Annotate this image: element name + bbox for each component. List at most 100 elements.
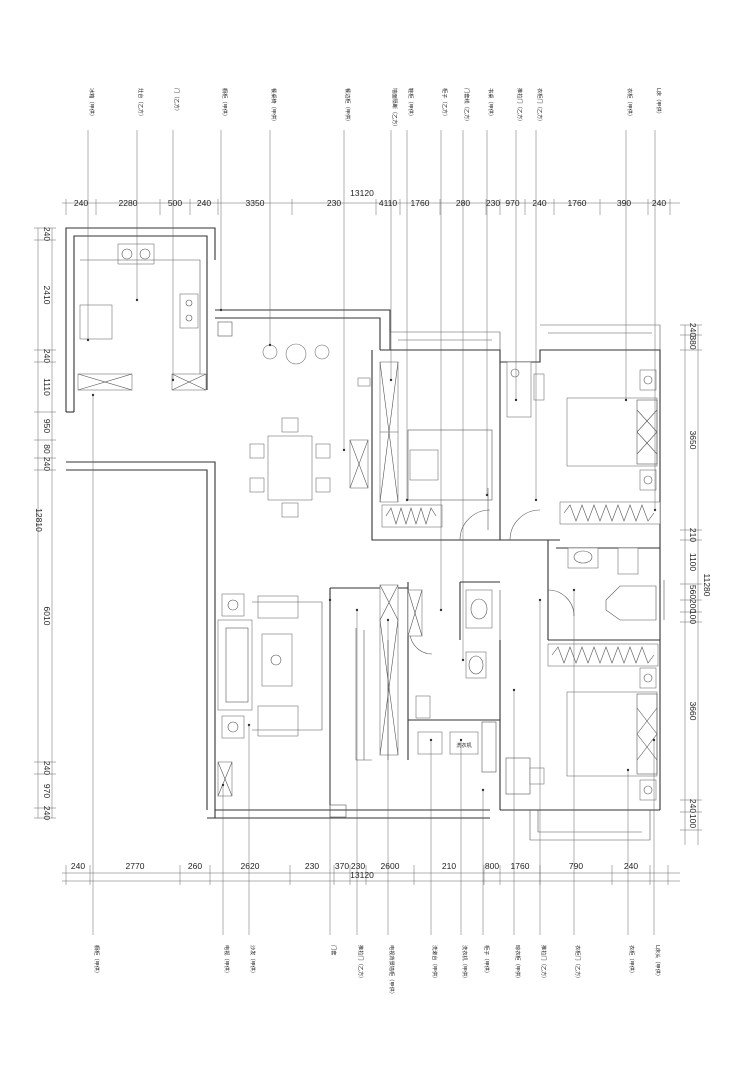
right-dim-value: 3660 <box>688 702 698 721</box>
bottom-dim-value: 210 <box>442 861 456 871</box>
right-dimension-line: 11280 2403803650210110056020010036602401… <box>680 323 712 845</box>
bottom-callout-label: 柜子（甲供） <box>483 945 491 976</box>
leader-dot <box>512 688 516 692</box>
chair-icon <box>409 449 439 481</box>
dining-area <box>217 321 371 518</box>
top-callout-label: 衣柜门（乙方） <box>536 88 544 124</box>
washing-machine-icon <box>449 731 479 755</box>
left-dim-value: 240 <box>42 761 52 775</box>
left-dim-value: 80 <box>42 444 52 454</box>
right-dim-value: 210 <box>688 528 698 542</box>
top-callout-label: 门套线（乙方） <box>463 88 471 124</box>
top-callout-label: 灶台（乙方） <box>137 88 145 119</box>
top-callout-label: L床（甲供） <box>655 88 663 117</box>
right-total-dim: 11280 <box>702 573 712 596</box>
leader-dot <box>485 493 489 497</box>
top-callout-label: 墙面隔断（乙方） <box>391 88 399 130</box>
master-bedroom <box>459 361 661 541</box>
round-table-icon <box>285 343 307 365</box>
bottom-dim-value: 370 <box>335 861 349 871</box>
right-dim-value: 100 <box>688 610 698 624</box>
left-dimension-line: 12810 2402410240111095080240601024097024… <box>34 227 56 820</box>
leader-dot <box>514 398 518 402</box>
top-callout-label: 鞋柜（甲供） <box>407 88 415 119</box>
top-dim-value: 240 <box>652 198 666 208</box>
right-dim-value: 240 <box>688 323 698 337</box>
left-dim-value: 240 <box>42 457 52 471</box>
leader-dot <box>534 498 538 502</box>
tv-cabinet-icon <box>379 584 399 756</box>
leader-dot <box>389 378 393 382</box>
right-dim-value: 100 <box>688 814 698 828</box>
right-dim-value: 3650 <box>688 431 698 450</box>
leader-dot <box>461 658 465 662</box>
bottom-dim-value: 2600 <box>381 861 400 871</box>
left-dim-value: 240 <box>42 349 52 363</box>
leader-dot <box>221 783 225 787</box>
top-callout-label: 餐桌椅（甲供） <box>270 88 278 124</box>
left-dim-value: 240 <box>42 227 52 241</box>
top-dim-value: 4110 <box>379 198 398 208</box>
top-callout-label: 橱柜（甲供） <box>221 88 229 119</box>
bottom-callout-label: 洗衣机（甲供） <box>461 945 469 981</box>
bed-icon <box>566 397 658 467</box>
top-callout-label: 推拉门（乙方） <box>516 88 524 124</box>
bottom-callout-label: 衣柜（甲供） <box>628 945 636 976</box>
top-dim-value: 240 <box>532 198 546 208</box>
bottom-dim-value: 1760 <box>511 861 530 871</box>
leader-dot <box>219 308 223 312</box>
bottom-callout-label: 电视（甲供） <box>223 945 231 976</box>
second-bedroom <box>505 643 659 801</box>
washbasin-icon <box>567 547 599 569</box>
toilet-icon <box>617 547 639 575</box>
leader-dot <box>572 588 576 592</box>
leader-dot <box>342 448 346 452</box>
leader-dot <box>429 738 433 742</box>
bottom-callout-label: 门套 <box>330 945 338 956</box>
bottom-callout-label: 洗漱台（甲供） <box>431 945 439 981</box>
top-dim-value: 240 <box>74 198 88 208</box>
bottom-callout-label: 晾衣柜（甲供） <box>514 945 522 981</box>
leader-dot <box>328 598 332 602</box>
bottom-dim-value: 240 <box>624 861 638 871</box>
leader-dot <box>481 788 485 792</box>
leader-dot <box>626 768 630 772</box>
bottom-dim-value: 800 <box>485 861 499 871</box>
leader-dot <box>268 343 272 347</box>
left-total-dim: 12810 <box>34 508 44 532</box>
leader-lines <box>86 130 657 935</box>
washing-machine-label: 洗衣机 <box>456 741 472 749</box>
desk-icon <box>506 361 532 418</box>
right-dim-value: 560 <box>688 585 698 599</box>
leader-dot <box>171 378 175 382</box>
bottom-callout-label: 衣柜门（乙方） <box>574 945 582 981</box>
top-dim-value: 390 <box>617 198 631 208</box>
left-dim-value: 240 <box>42 806 52 820</box>
top-dim-value: 240 <box>197 198 211 208</box>
right-dim-value: 200 <box>688 599 698 613</box>
top-dim-value: 230 <box>486 198 500 208</box>
leader-dot <box>386 618 390 622</box>
right-dim-value: 380 <box>688 335 698 349</box>
kitchen-fixtures <box>77 243 207 391</box>
leader-dot <box>439 608 443 612</box>
center-bathroom: 洗衣机 <box>409 589 501 773</box>
bottom-dim-value: 790 <box>569 861 583 871</box>
left-dim-value: 950 <box>42 419 52 433</box>
top-callout-label: 门（乙方） <box>173 88 181 114</box>
fridge-icon <box>79 304 113 340</box>
leader-dot <box>247 723 251 727</box>
top-dim-value: 230 <box>327 198 341 208</box>
top-dim-value: 1760 <box>411 198 430 208</box>
bottom-callout-label: 推拉门（乙方） <box>357 945 365 981</box>
leader-dot <box>538 598 542 602</box>
bottom-callout-label: 推拉门（乙方） <box>540 945 548 981</box>
bottom-dim-value: 240 <box>71 861 85 871</box>
bottom-total-dim: 13120 <box>350 870 374 880</box>
sink-icon <box>179 293 199 329</box>
right-dim-value: 1100 <box>688 553 698 572</box>
washbasin-icon <box>465 589 493 629</box>
top-callout-label: 柜子（乙方） <box>441 88 449 119</box>
